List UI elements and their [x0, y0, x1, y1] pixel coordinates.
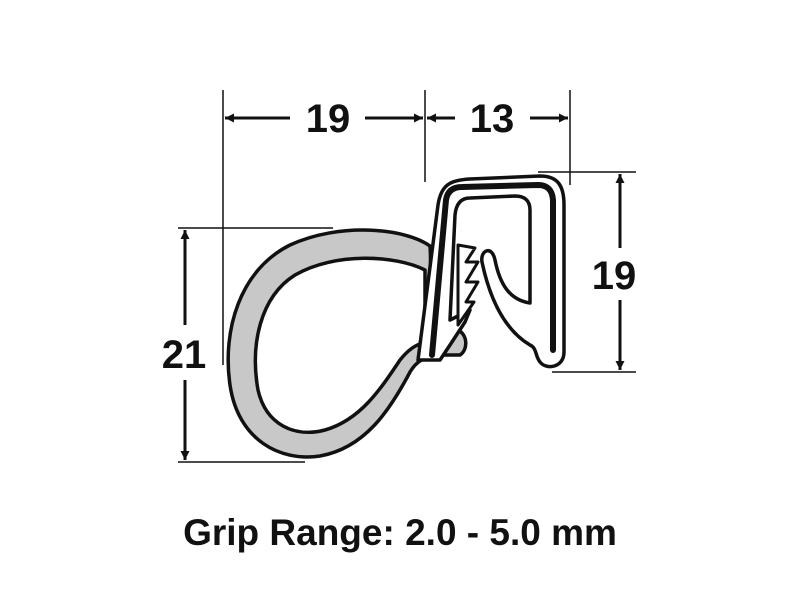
- dim-top-left: 19: [306, 97, 351, 141]
- dimension-arrows: [180, 113, 625, 460]
- grip-range-caption: Grip Range: 2.0 - 5.0 mm: [183, 512, 617, 553]
- dim-left-height: 21: [162, 333, 207, 377]
- seal-clip: [416, 174, 566, 369]
- extension-lines: [178, 90, 636, 463]
- seal-bulb: [226, 228, 468, 459]
- dim-right-height: 19: [592, 254, 637, 298]
- dim-top-right: 13: [470, 97, 515, 141]
